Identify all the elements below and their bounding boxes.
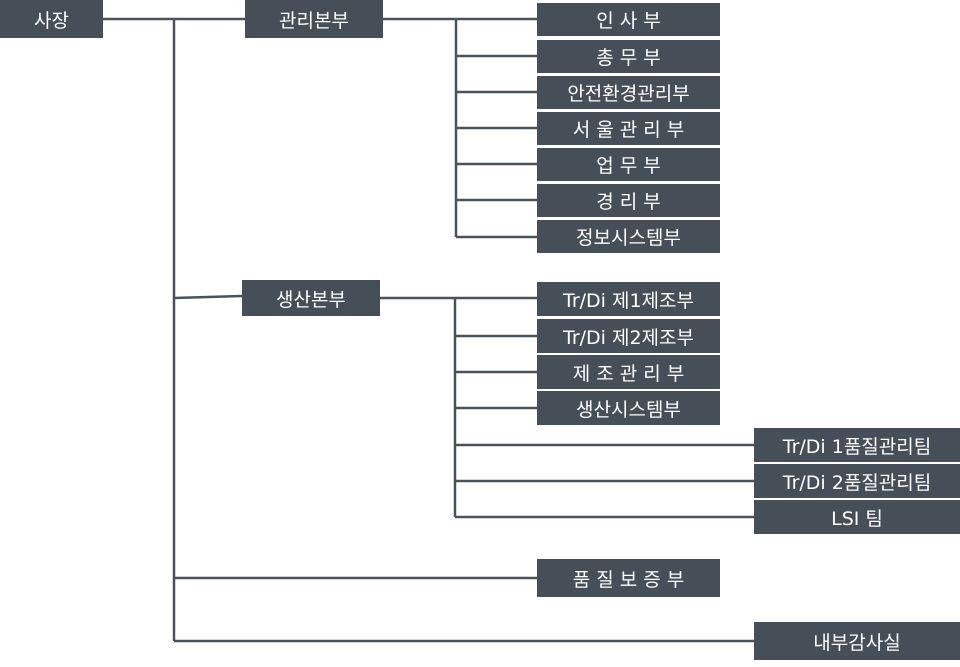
node-internal-audit: 내부감사실 [754, 622, 960, 660]
node-dept-mfg-mgmt: 제 조 관 리 부 [537, 355, 720, 389]
node-dept-safety-env: 안전환경관리부 [537, 76, 720, 109]
node-team-qc1: Tr/Di 1품질관리팀 [754, 428, 960, 462]
node-admin-division: 관리본부 [245, 0, 383, 38]
node-dept-hr: 인 사 부 [537, 3, 720, 36]
node-dept-mfg1: Tr/Di 제1제조부 [537, 282, 720, 316]
line-ceo-production [173, 294, 243, 300]
node-dept-prod-systems: 생산시스템부 [537, 391, 720, 425]
node-team-lsi: LSI 팀 [754, 500, 960, 534]
node-dept-seoul: 서 울 관 리 부 [537, 112, 720, 145]
node-dept-info-systems: 정보시스템부 [537, 220, 720, 253]
node-quality-assurance: 품 질 보 증 부 [537, 559, 720, 597]
node-production-division: 생산본부 [242, 280, 380, 316]
node-dept-mfg2: Tr/Di 제2제조부 [537, 319, 720, 353]
node-dept-operations: 업 무 부 [537, 148, 720, 181]
node-team-qc2: Tr/Di 2품질관리팀 [754, 464, 960, 498]
node-dept-general-affairs: 총 무 부 [537, 40, 720, 73]
node-ceo: 사장 [0, 0, 103, 38]
node-dept-accounting: 경 리 부 [537, 184, 720, 217]
